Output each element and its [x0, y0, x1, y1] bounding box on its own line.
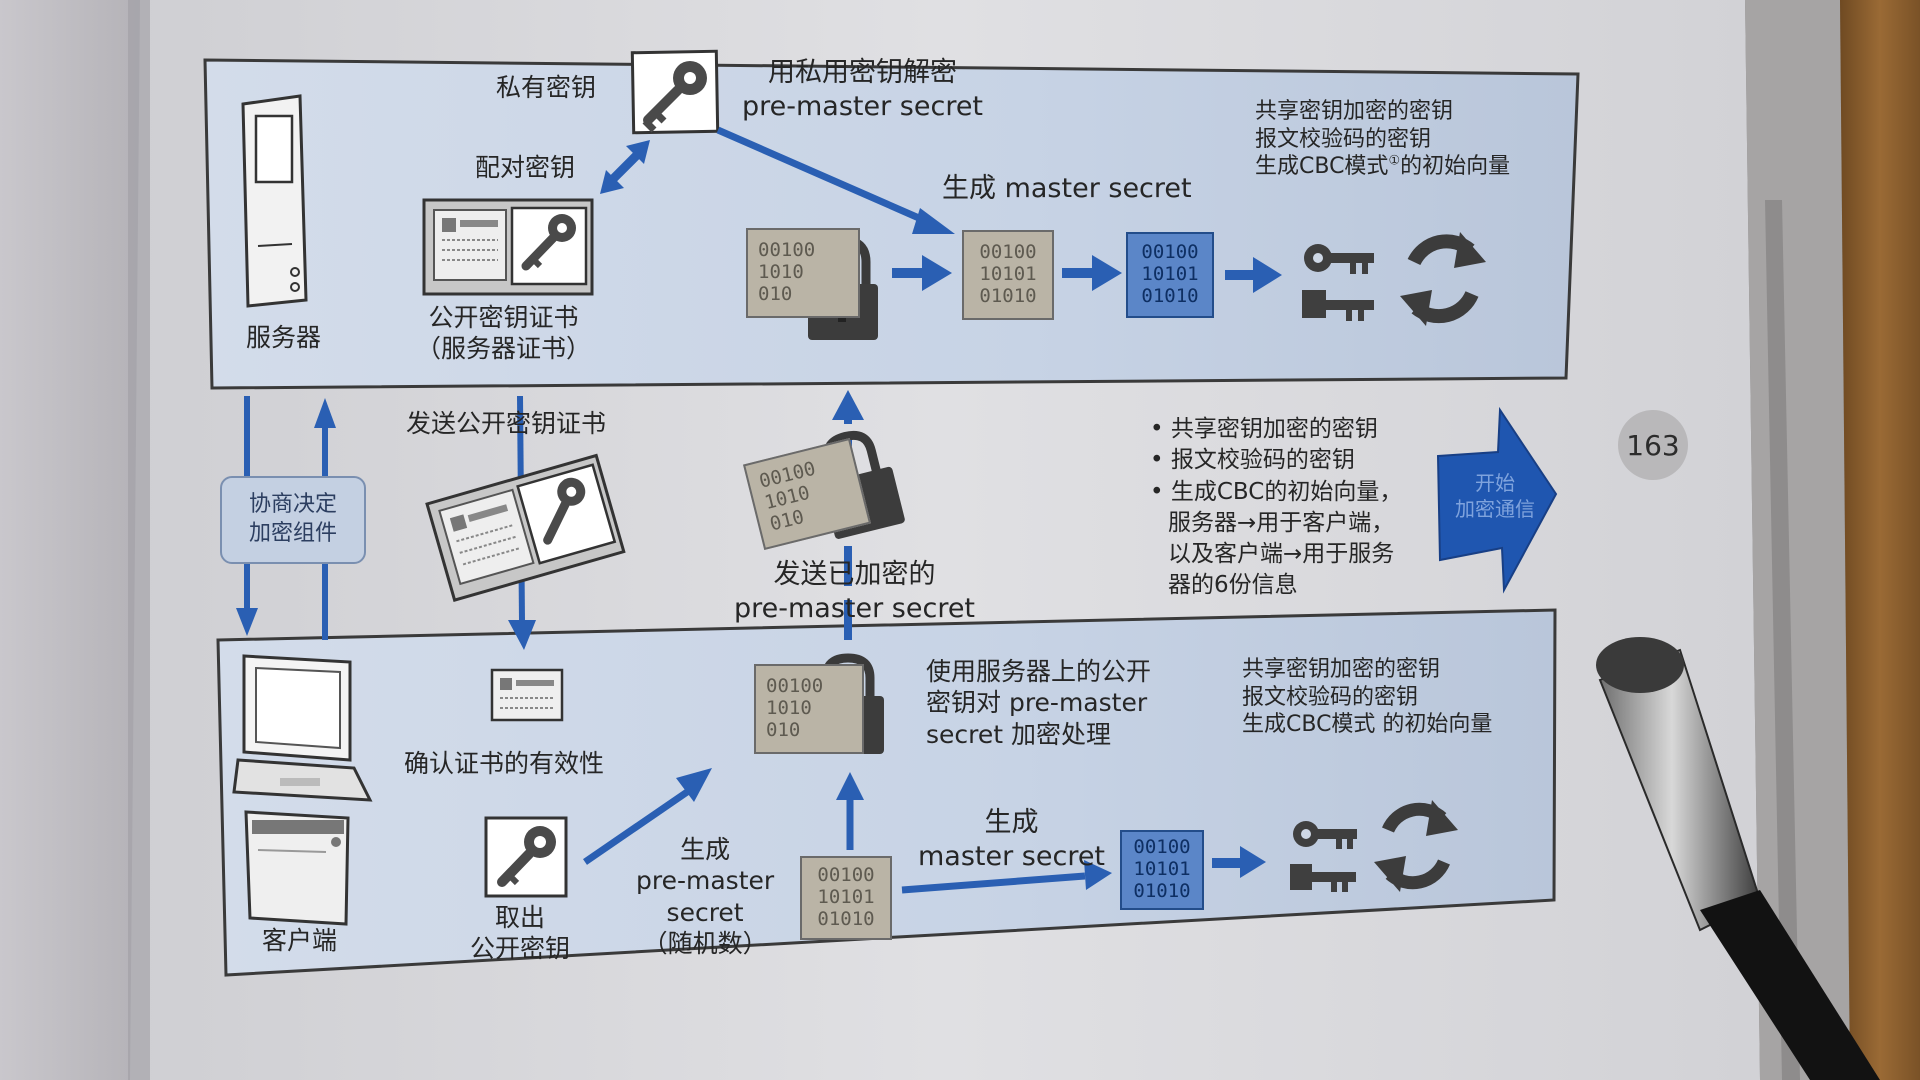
client-pre-master-binary: 00100 10101 01010: [800, 856, 892, 940]
client-laptop-icon: [232, 654, 373, 802]
client-master-arrow: [901, 846, 1266, 894]
generate-master-secret-label: 生成 master secret: [942, 173, 1192, 204]
server-icon: [241, 94, 308, 308]
start-communication-label: 开始 加密通信: [1455, 471, 1535, 521]
client-certificate-icon: [490, 668, 564, 722]
client-keys-note: 共享密钥加密的密钥 报文校验码的密钥 生成CBC模式 的初始向量: [1242, 657, 1493, 737]
private-key-icon: [630, 49, 720, 135]
client-generate-master-label: 生成 master secret: [918, 807, 1106, 872]
take-public-key-label: 取出 公开密钥: [470, 903, 571, 964]
server-derived-binary: 00100 10101 01010: [1126, 232, 1214, 318]
decrypt-arrow: [716, 126, 955, 234]
send-encrypted-label: 发送已加密的 pre-master secret: [734, 559, 976, 624]
send-certificate-label: 发送公开密钥证书: [406, 409, 607, 438]
server-master-binary: 00100 10101 01010: [962, 230, 1054, 320]
generate-pre-master-label: 生成 pre-master secret （随机数）: [636, 835, 775, 958]
server-keys-note: 共享密钥加密的密钥 报文校验码的密钥 生成CBC模式①的初始向量: [1255, 99, 1511, 179]
client-diagonal-arrow: [583, 768, 712, 865]
client-encrypt-arrow: [836, 772, 864, 850]
encrypt-pre-master-label: 使用服务器上的公开 密钥对 pre-master secret 加密处理: [926, 657, 1152, 749]
six-items-list: • 共享密钥加密的密钥 • 报文校验码的密钥 • 生成CBC的初始向量， 服务器…: [1150, 414, 1402, 602]
server-refresh-icon: [1400, 232, 1486, 326]
server-encrypted-binary: 00100 1010 010: [746, 228, 860, 318]
list-item: • 共享密钥加密的密钥: [1150, 416, 1378, 442]
top-row-arrows: [892, 255, 1282, 293]
private-key-label: 私有密钥: [496, 73, 597, 102]
list-item: 服务器→用于客户端，: [1168, 509, 1395, 536]
decrypt-pre-master-label: 用私用密钥解密 pre-master secret: [742, 57, 984, 122]
server-certificate-icon: [422, 198, 594, 296]
pen-object: [1596, 637, 1880, 1080]
list-item: • 生成CBC的初始向量，: [1150, 478, 1403, 505]
client-refresh-icon: [1374, 800, 1458, 892]
server-certificate-label: 公开密钥证书 （服务器证书）: [416, 303, 592, 364]
client-label: 客户端: [262, 926, 338, 955]
key-pair-label: 配对密钥: [475, 153, 576, 182]
page-number-badge: 163: [1618, 410, 1688, 480]
server-keys-icon: [1302, 244, 1374, 321]
verify-certificate-label: 确认证书的有效性: [404, 749, 605, 778]
start-communication-arrow: [1436, 406, 1558, 594]
list-item: • 报文校验码的密钥: [1150, 447, 1355, 474]
list-item: 器的6份信息: [1168, 572, 1298, 599]
list-item: 以及客户端→用于服务: [1168, 541, 1395, 568]
key-pair-arrow: [600, 140, 650, 194]
client-derived-binary: 00100 10101 01010: [1120, 830, 1204, 910]
client-public-key-icon: [484, 816, 568, 898]
client-encrypted-binary: 00100 1010 010: [754, 664, 864, 754]
client-keys-icon: [1290, 821, 1357, 892]
traveling-certificate-icon: [425, 453, 626, 602]
client-browser-icon: [244, 810, 350, 926]
negotiate-cipher-suite-box: 协商决定 加密组件: [220, 476, 366, 564]
server-label: 服务器: [246, 323, 322, 352]
